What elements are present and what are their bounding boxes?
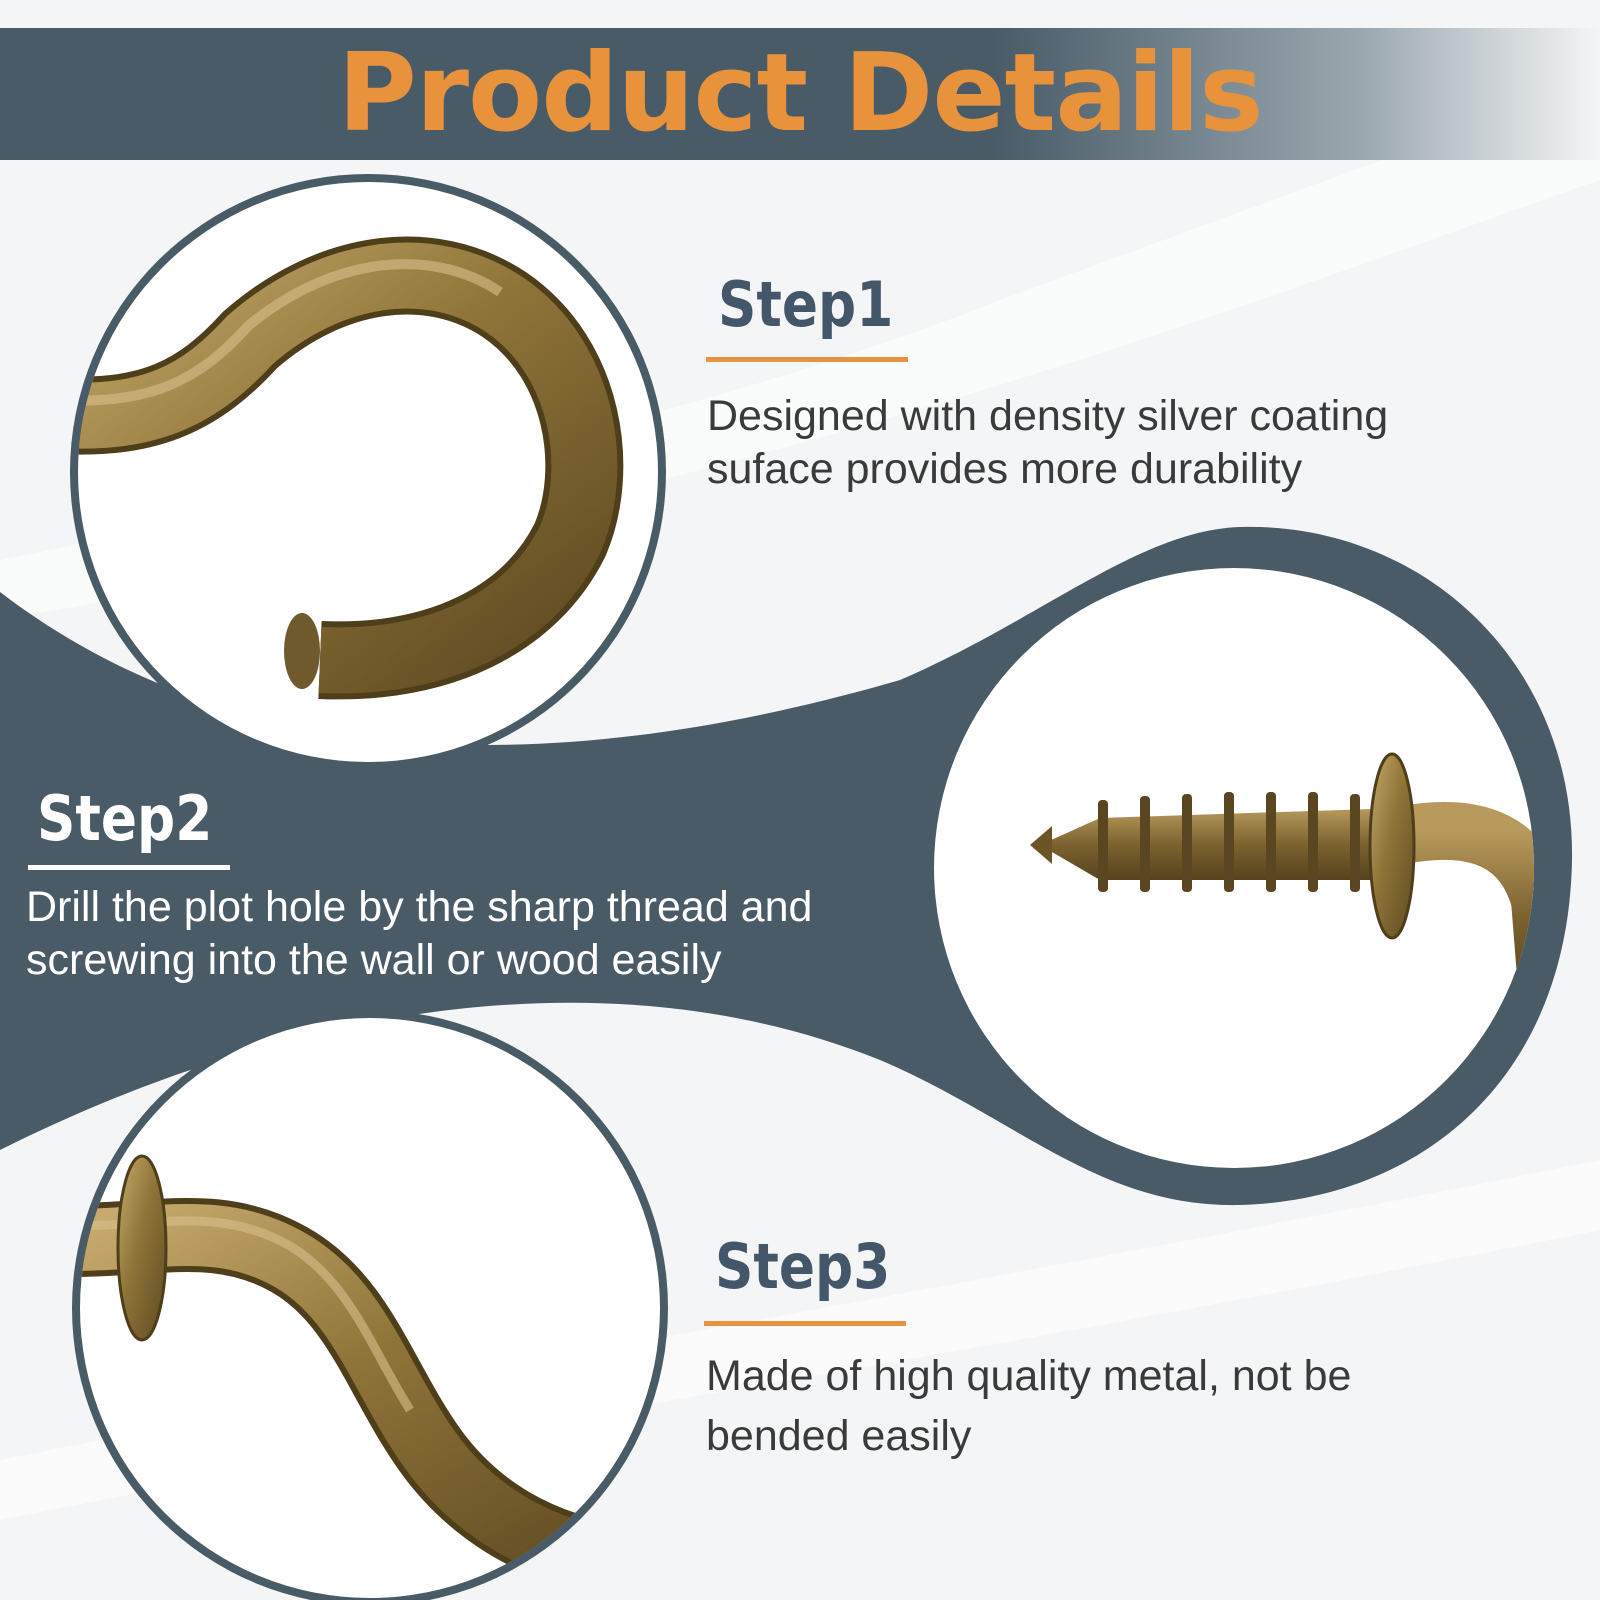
step-3-underline [704, 1321, 906, 1326]
step-1-description-line: Designed with density silver coating [707, 392, 1389, 440]
step-2-underline [28, 865, 230, 870]
step-1-label: Step1 [718, 268, 894, 341]
screw-thread-closeup [1030, 752, 1534, 1003]
step-2-description-line: screwing into the wall or wood easily [26, 936, 722, 984]
step-1-underline [706, 357, 908, 362]
step-3-description-line: bended easily [706, 1412, 972, 1460]
step-2-description-line: Drill the plot hole by the sharp thread … [26, 883, 813, 931]
step-1-description: Designed with density silver coating suf… [707, 390, 1388, 496]
step-2-description: Drill the plot hole by the sharp thread … [26, 881, 812, 987]
step-3-description-line: Made of high quality metal, not be [706, 1352, 1352, 1400]
header-band [0, 28, 1600, 160]
step-3-description: Made of high quality metal, not be bende… [706, 1346, 1351, 1466]
step-1-description-line: suface provides more durability [707, 445, 1303, 493]
step-2-label: Step2 [37, 782, 213, 855]
cup-hook-curve-closeup [78, 236, 624, 700]
page-title: Product Details [337, 31, 1264, 156]
step-3-label: Step3 [715, 1230, 891, 1303]
hook-collar-closeup [80, 1154, 641, 1597]
